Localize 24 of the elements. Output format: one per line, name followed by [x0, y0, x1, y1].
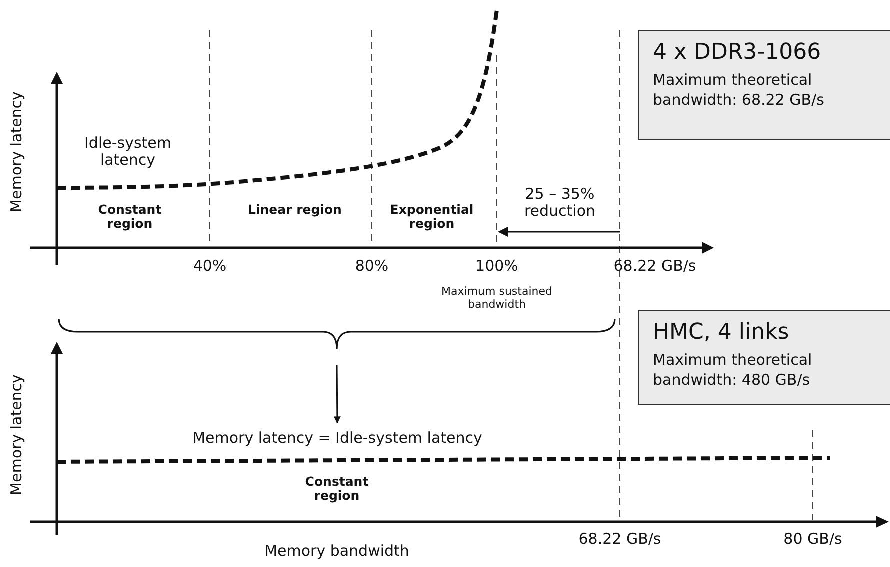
text-label: 25 – 35% reduction [523, 186, 597, 220]
box-text: Maximum theoretical bandwidth: 480 GB/s [653, 351, 814, 390]
text-label: 80% [355, 258, 389, 276]
arrow [334, 365, 341, 424]
text-label: 68.22 GB/s [614, 258, 696, 276]
region-label: Exponential region [389, 203, 475, 232]
region-label: Linear region [247, 203, 343, 218]
region-label: Constant region [97, 203, 163, 232]
box-title: HMC, 4 links [653, 321, 790, 346]
info-box [638, 310, 890, 405]
text-label: 40% [193, 258, 227, 276]
text-label: 68.22 GB/s [578, 531, 662, 548]
annotation-text: Memory latency = Idle-system latency [160, 429, 515, 447]
axis-title: Memory latency [8, 92, 26, 212]
text-label: 100% [476, 258, 518, 276]
text-label: Idle-system latency [84, 135, 172, 170]
info-box [638, 30, 890, 140]
box-title: 4 x DDR3-1066 [653, 41, 822, 66]
box-text: Maximum theoretical bandwidth: 68.22 GB/s [653, 71, 826, 110]
text-label: Memory bandwidth [264, 543, 410, 560]
text-label: Maximum sustained bandwidth [440, 286, 554, 312]
text-label: 80 GB/s [784, 531, 842, 548]
region-label: Constant region [304, 475, 370, 504]
axis-title: Memory latency [8, 374, 26, 496]
